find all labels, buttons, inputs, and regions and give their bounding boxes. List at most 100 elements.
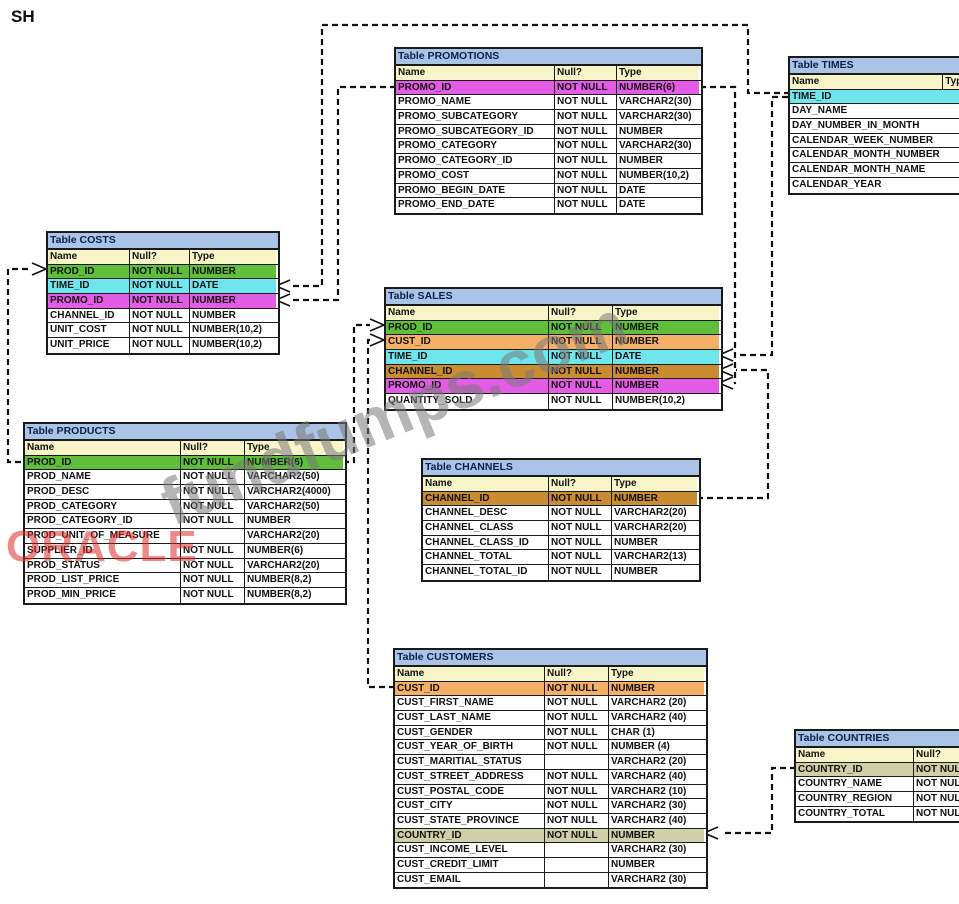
- column-type: NUMBER(6): [247, 544, 304, 556]
- column-type: NUMBER(10,2): [192, 339, 263, 351]
- column-null: NOT NULL: [555, 110, 617, 124]
- column-null: NOT NULL: [555, 183, 617, 198]
- column-name: PROMO_ID: [386, 379, 549, 394]
- column-null: NOT NULL: [916, 778, 959, 790]
- header-type: Type: [943, 75, 959, 89]
- column-name: PROMO_CATEGORY_ID: [396, 154, 555, 168]
- column-header-row: NameType: [790, 75, 959, 90]
- column-null: [545, 755, 609, 769]
- costs-times-link: [293, 23, 788, 288]
- column-type: VARCHAR2(4000): [247, 486, 331, 498]
- column-name: PROMO_COST: [396, 168, 555, 183]
- column-type: VARCHAR2(20): [614, 522, 687, 534]
- column-null: NOT NULL: [545, 740, 609, 755]
- column-name: COUNTRY_ID: [796, 762, 914, 777]
- crowfoot-icon: [369, 318, 387, 332]
- column-type: VARCHAR2 (10): [611, 785, 687, 797]
- column-name: CUST_GENDER: [395, 725, 545, 740]
- crowfoot-icon: [369, 333, 387, 347]
- customers-countries-link: [721, 766, 796, 835]
- column-type: VARCHAR2 (20): [611, 756, 687, 768]
- header-name: Name: [386, 306, 549, 320]
- column-name: COUNTRY_ID: [395, 828, 545, 843]
- column-type: VARCHAR2(50): [247, 500, 320, 512]
- column-null: NOT NULL: [549, 350, 613, 364]
- column-name: CHANNEL_ID: [423, 491, 549, 506]
- column-name: CUST_STATE_PROVINCE: [395, 813, 545, 828]
- column-name: CALENDAR_YEAR: [790, 178, 959, 193]
- column-name: CUST_ID: [386, 335, 549, 350]
- column-type: VARCHAR2 (40): [611, 770, 687, 782]
- column-null: NOT NULL: [545, 696, 609, 711]
- column-type: DATE: [619, 184, 646, 196]
- column-null: NOT NULL: [130, 308, 190, 323]
- column-name: CUST_EMAIL: [395, 872, 545, 888]
- column-type: NUMBER: [609, 681, 704, 696]
- column-name: PROD_NAME: [25, 470, 181, 485]
- column-null: NOT NULL: [549, 491, 612, 506]
- column-null: NOT NULL: [130, 338, 190, 353]
- column-null: [545, 872, 609, 888]
- column-type: NUMBER: [613, 320, 719, 335]
- column-null: NOT NULL: [549, 394, 613, 409]
- sales-products-link: [343, 323, 370, 464]
- header-name: Name: [423, 477, 549, 491]
- column-name: PROD_LIST_PRICE: [25, 573, 181, 587]
- column-name: TIME_ID: [790, 89, 959, 104]
- column-null: NOT NULL: [549, 364, 613, 379]
- column-null: NOT NULL: [555, 154, 617, 168]
- column-null: NOT NULL: [545, 828, 609, 843]
- column-type: NUMBER: [609, 828, 704, 843]
- column-type: VARCHAR2(20): [247, 530, 320, 542]
- header-type: Type: [609, 667, 704, 681]
- column-null: NOT NULL: [549, 535, 612, 550]
- column-type: NUMBER (4): [611, 741, 670, 753]
- column-type: NUMBER: [614, 536, 658, 548]
- column-name: CUST_ID: [395, 681, 545, 696]
- column-name: PROMO_ID: [48, 294, 130, 308]
- column-name: CHANNEL_TOTAL_ID: [423, 565, 549, 580]
- column-type: NUMBER: [192, 309, 236, 321]
- column-null: NOT NULL: [549, 550, 612, 565]
- column-row: CALENDAR_YEAR: [790, 178, 959, 193]
- column-type: NUMBER: [613, 379, 719, 394]
- header-null: Null?: [181, 441, 245, 455]
- column-name: PROD_CATEGORY: [25, 499, 181, 514]
- header-null: Null?: [555, 66, 617, 80]
- header-name: Name: [790, 75, 944, 89]
- column-name: UNIT_COST: [48, 323, 130, 338]
- header-type: Type: [190, 250, 276, 264]
- column-type: NUMBER: [619, 155, 663, 167]
- column-name: CUST_STREET_ADDRESS: [395, 769, 545, 784]
- table-title: Table CUSTOMERS: [395, 650, 706, 667]
- column-type: NUMBER: [247, 515, 291, 527]
- header-type: Type: [245, 441, 343, 455]
- column-row: DAY_NUMBER_IN_MONTH: [790, 119, 959, 134]
